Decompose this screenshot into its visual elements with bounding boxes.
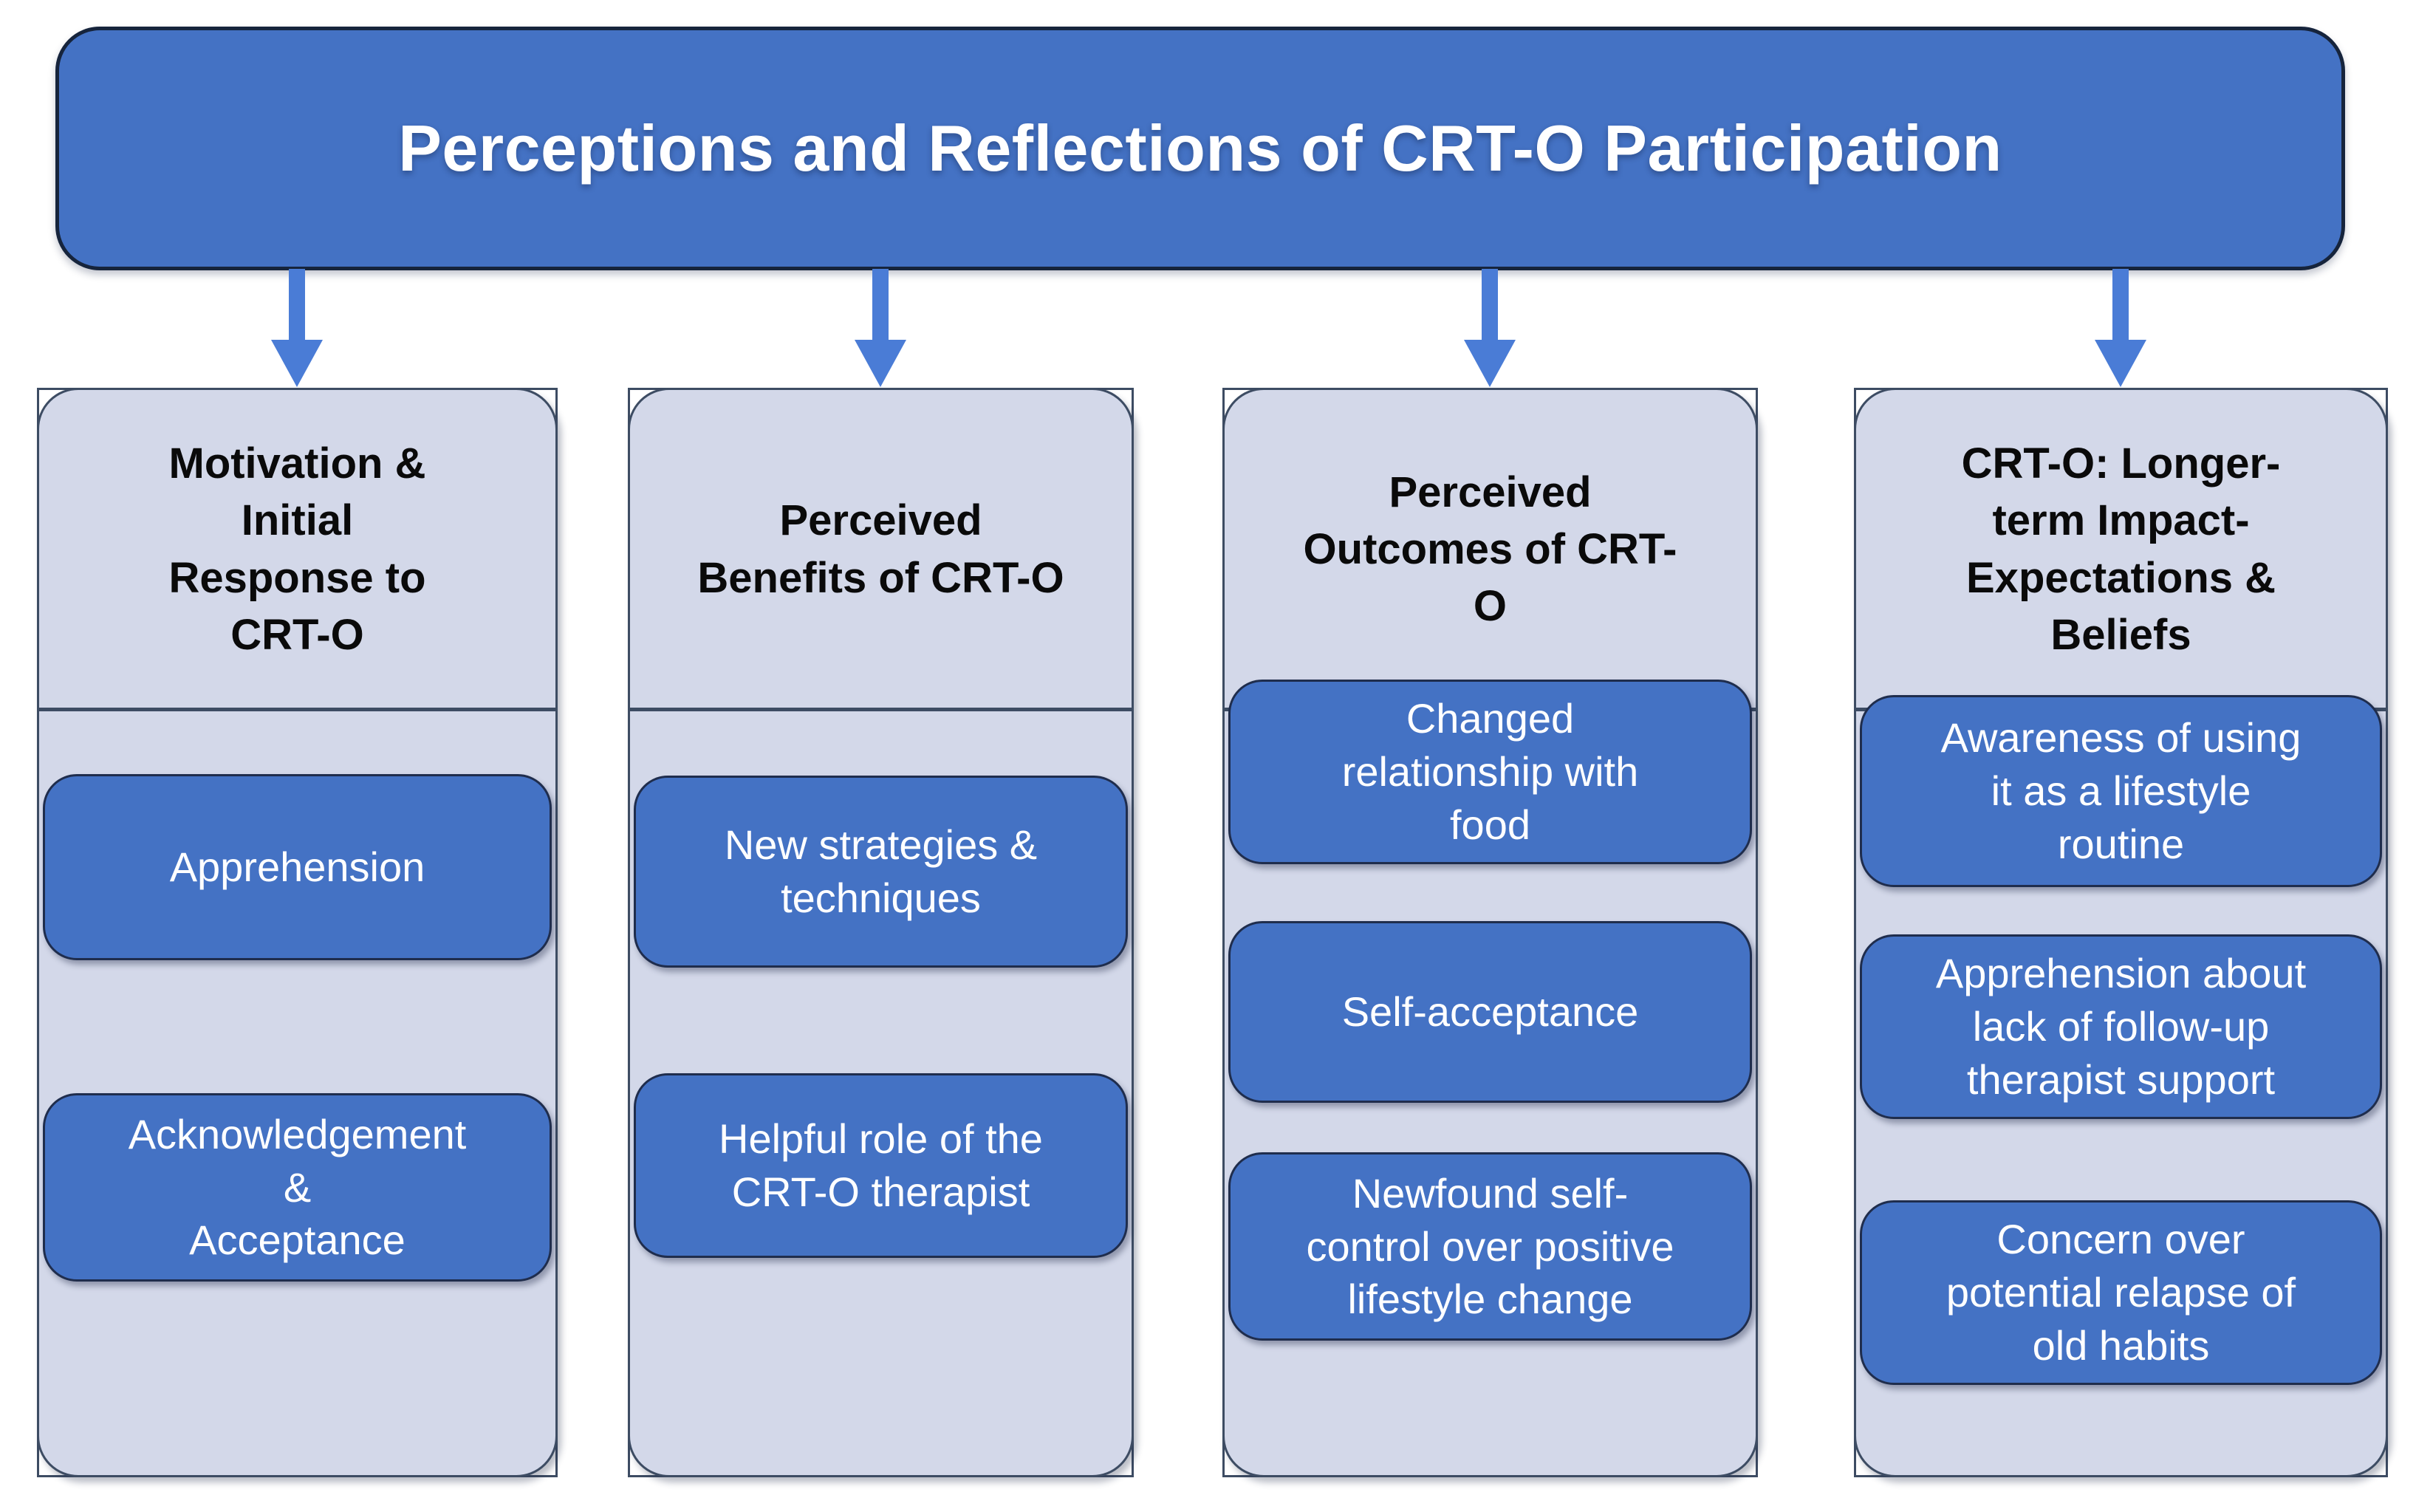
column-benefits: Perceived Benefits of CRT-O New strategi… <box>628 388 1134 1477</box>
theme-box: Self-acceptance <box>1228 921 1752 1103</box>
title-banner: Perceptions and Reflections of CRT-O Par… <box>55 27 2345 270</box>
theme-box: Newfound self- control over positive lif… <box>1228 1152 1752 1341</box>
theme-box: Concern over potential relapse of old ha… <box>1860 1200 2382 1385</box>
theme-box: Helpful role of the CRT-O therapist <box>634 1073 1128 1258</box>
down-arrow-icon <box>1464 269 1516 387</box>
column-longer-term-impact: CRT-O: Longer- term Impact- Expectations… <box>1854 388 2388 1477</box>
down-arrow-icon <box>271 269 323 387</box>
theme-box: New strategies & techniques <box>634 776 1128 968</box>
column-divider-line <box>630 708 1132 711</box>
column-motivation: Motivation & Initial Response to CRT-O A… <box>37 388 558 1477</box>
column-header: Motivation & Initial Response to CRT-O <box>168 439 426 659</box>
column-outcomes: Perceived Outcomes of CRT- O Changed rel… <box>1222 388 1758 1477</box>
theme-box: Changed relationship with food <box>1228 680 1752 864</box>
down-arrow-icon <box>855 269 906 387</box>
theme-box: Acknowledgement & Acceptance <box>43 1093 552 1282</box>
diagram-title: Perceptions and Reflections of CRT-O Par… <box>398 112 2002 185</box>
column-header: Perceived Outcomes of CRT- O <box>1303 468 1677 631</box>
column-header: CRT-O: Longer- term Impact- Expectations… <box>1961 439 2281 659</box>
theme-box: Apprehension about lack of follow-up the… <box>1860 934 2382 1119</box>
theme-box: Awareness of using it as a lifestyle rou… <box>1860 695 2382 887</box>
theme-box: Apprehension <box>43 774 552 960</box>
column-header: Perceived Benefits of CRT-O <box>697 496 1064 602</box>
down-arrow-icon <box>2095 269 2146 387</box>
column-divider-line <box>39 708 555 711</box>
